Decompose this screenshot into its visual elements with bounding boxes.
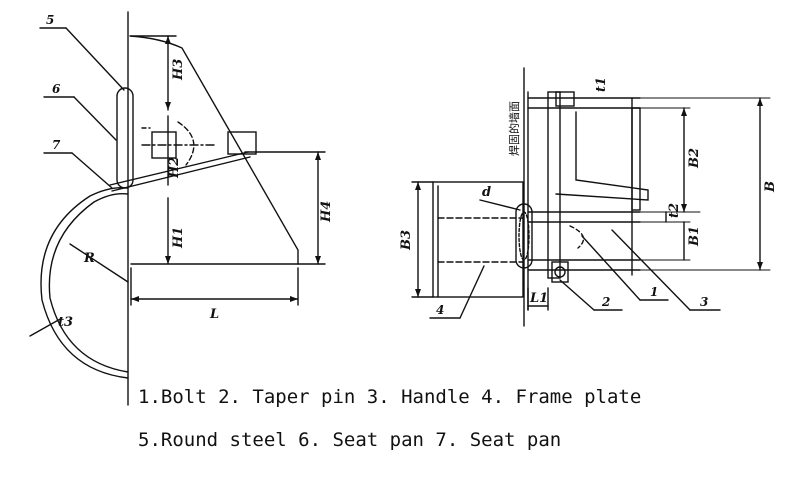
dim-H3: H3	[171, 59, 186, 81]
bolt	[515, 203, 533, 269]
dim-H1: H1	[171, 227, 186, 249]
wall-text: 焊固的墙面	[507, 101, 521, 156]
callout-2: 2	[601, 295, 610, 309]
seat-pan-curve-inner	[48, 192, 129, 373]
dim-B: B	[763, 181, 778, 193]
dim-B1: B1	[687, 226, 702, 247]
frame-plate	[432, 181, 524, 298]
dim-R: R	[83, 251, 95, 266]
callout-7: 7	[52, 138, 61, 152]
left-view	[29, 11, 326, 406]
taper-pin	[554, 266, 566, 278]
dimension-arrows	[131, 36, 763, 302]
handle-shape	[555, 111, 649, 201]
bracket-plate	[129, 35, 299, 265]
dim-B2: B2	[687, 148, 702, 169]
dim-t1: t1	[594, 77, 609, 92]
dim-L1: L1	[529, 291, 548, 306]
seat-pan-upper	[109, 151, 249, 186]
callout-4: 4	[436, 303, 444, 317]
handle-bar	[227, 131, 257, 155]
seat-pan-upper-b	[111, 156, 251, 192]
callout-5: 5	[46, 13, 54, 27]
right-view	[411, 67, 771, 327]
hinge-arc	[177, 121, 195, 166]
callout-1: 1	[650, 285, 658, 299]
dim-L: L	[209, 307, 219, 322]
dim-t3: t3	[58, 315, 73, 330]
seat-pan-curve	[40, 186, 129, 379]
dim-t2: t2	[667, 203, 682, 218]
callout-6: 6	[52, 82, 61, 96]
caption-line-1: 1.Bolt 2. Taper pin 3. Handle 4. Frame p…	[138, 386, 642, 408]
caption-line-2: 5.Round steel 6. Seat pan 7. Seat pan	[138, 429, 562, 451]
dim-B3: B3	[399, 230, 414, 251]
round-steel	[116, 87, 134, 189]
dim-H4: H4	[319, 201, 334, 223]
dim-H2: H2	[167, 157, 182, 179]
callout-3: 3	[700, 295, 708, 309]
dim-d: d	[482, 185, 491, 200]
